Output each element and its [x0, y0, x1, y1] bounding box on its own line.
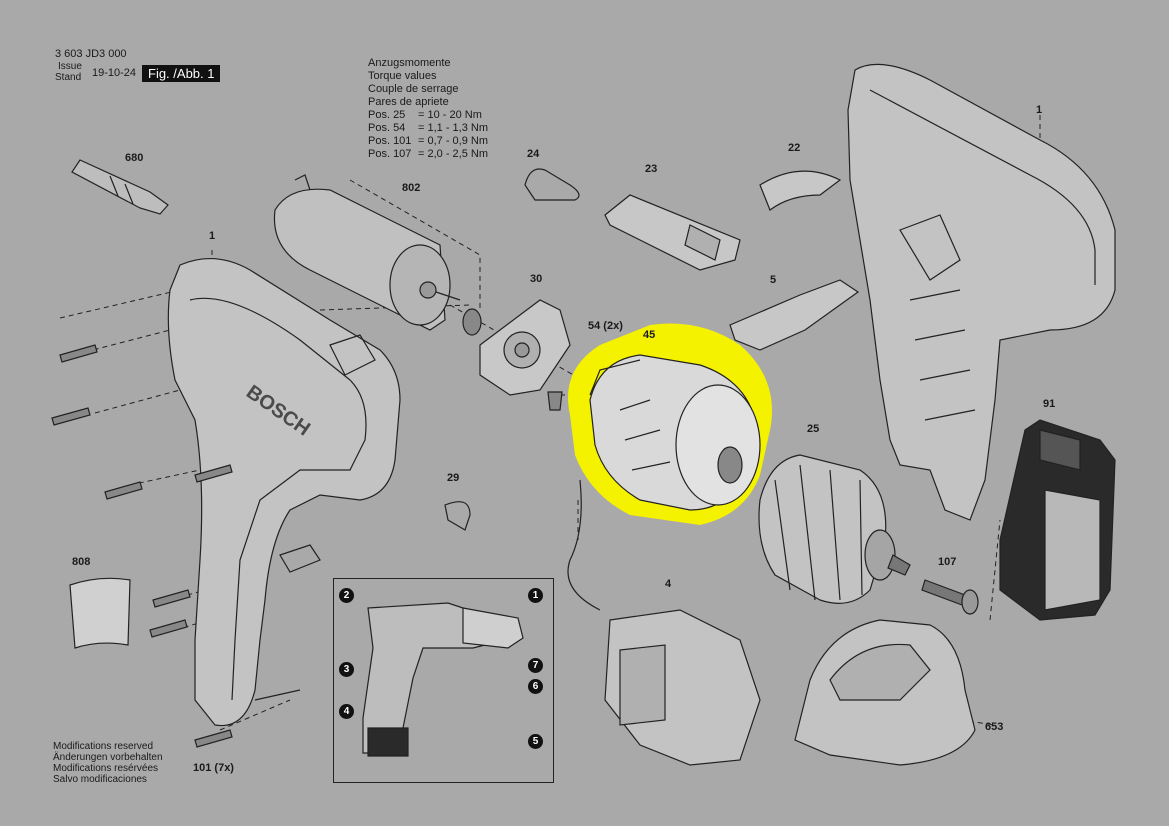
part-label-107[interactable]: 107 — [938, 556, 957, 568]
modifications-note: Modifications reserved Änderungen vorbeh… — [53, 741, 163, 785]
slider-23 — [604, 194, 741, 271]
figure-label: Fig. /Abb. 1 — [142, 65, 221, 82]
part-label-101[interactable]: 101 (7x) — [193, 762, 234, 774]
modifications-es: Salvo modificaciones — [53, 774, 147, 785]
issue-label: Issue — [58, 61, 82, 72]
issue-date: 19-10-24 — [92, 67, 137, 79]
modifications-en: Modifications reserved — [53, 741, 154, 752]
charger-653 — [794, 619, 976, 766]
torque-row: Pos. 25 = 10 - 20 Nm — [368, 109, 488, 122]
switch-5 — [729, 279, 860, 351]
torque-pos: Pos. 54 — [368, 122, 406, 134]
electronics-module-4 — [567, 479, 761, 766]
chuck-25 — [758, 454, 911, 604]
part-label-680[interactable]: 680 — [125, 152, 144, 164]
torque-heading-es: Pares de apriete — [368, 96, 449, 108]
motor-plate-30 — [479, 299, 571, 396]
torque-row: Pos. 107 = 2,0 - 2,5 Nm — [368, 148, 488, 161]
screws-101 — [51, 344, 233, 748]
torque-heading-fr: Couple de serrage — [368, 83, 459, 95]
part-label-91[interactable]: 91 — [1043, 398, 1056, 410]
motor-802 — [273, 174, 461, 331]
screw-107 — [921, 579, 979, 615]
torque-value: = 0,7 - 0,9 Nm — [418, 135, 489, 147]
housing-half-right — [847, 63, 1116, 521]
torque-value: = 10 - 20 Nm — [418, 109, 482, 121]
part-label-653[interactable]: 653 — [985, 721, 1004, 733]
part-label-25[interactable]: 25 — [807, 423, 820, 435]
torque-table: Anzugsmomente Torque values Couple de se… — [368, 57, 488, 161]
part-label-23[interactable]: 23 — [645, 163, 658, 175]
torque-value: = 2,0 - 2,5 Nm — [418, 148, 489, 160]
torque-pos: Pos. 101 — [368, 135, 412, 147]
inset-badge-4[interactable]: 4 — [339, 704, 354, 719]
screwdriver-bit-680 — [71, 159, 169, 215]
overview-inset: 2 1 3 7 6 4 5 — [333, 578, 554, 783]
stand-label: Stand — [55, 72, 82, 83]
part-label-1-left[interactable]: 1 — [209, 230, 216, 242]
part-label-29[interactable]: 29 — [447, 472, 460, 484]
inset-badge-5[interactable]: 5 — [528, 734, 543, 749]
screw-54 — [547, 391, 563, 411]
part-label-1-right[interactable]: 1 — [1036, 104, 1043, 116]
torque-heading-de: Anzugsmomente — [368, 57, 451, 69]
inset-badge-7[interactable]: 7 — [528, 658, 543, 673]
inset-badge-1[interactable]: 1 — [528, 588, 543, 603]
key-24 — [524, 168, 580, 201]
torque-heading-en: Torque values — [368, 70, 437, 82]
part-label-802[interactable]: 802 — [402, 182, 421, 194]
modifications-fr: Modifications resérvées — [53, 763, 159, 774]
part-label-4[interactable]: 4 — [665, 578, 672, 590]
cover-22 — [759, 170, 842, 211]
torque-pos: Pos. 107 — [368, 148, 412, 160]
inset-badge-6[interactable]: 6 — [528, 679, 543, 694]
torque-row: Pos. 54 = 1,1 - 1,3 Nm — [368, 122, 488, 135]
inset-badge-3[interactable]: 3 — [339, 662, 354, 677]
inset-drill-sketch — [362, 602, 524, 757]
part-label-808[interactable]: 808 — [72, 556, 91, 568]
clip-29 — [444, 501, 471, 531]
torque-pos: Pos. 25 — [368, 109, 406, 121]
label-808 — [69, 577, 131, 649]
part-label-5[interactable]: 5 — [770, 274, 777, 286]
modifications-de: Änderungen vorbehalten — [53, 752, 163, 763]
inset-badge-2[interactable]: 2 — [339, 588, 354, 603]
battery-91 — [999, 419, 1116, 621]
motor-pinion — [462, 308, 482, 336]
torque-row: Pos. 101 = 0,7 - 0,9 Nm — [368, 135, 488, 148]
gearbox-45-highlight — [568, 323, 772, 525]
part-label-22[interactable]: 22 — [788, 142, 801, 154]
part-label-45[interactable]: 45 — [643, 329, 656, 341]
housing-half-left: BOSCH — [167, 257, 401, 727]
doc-number: 3 603 JD3 000 — [55, 48, 127, 60]
part-label-54[interactable]: 54 (2x) — [588, 320, 623, 332]
part-label-30[interactable]: 30 — [530, 273, 543, 285]
part-label-24[interactable]: 24 — [527, 148, 540, 160]
torque-value: = 1,1 - 1,3 Nm — [418, 122, 489, 134]
